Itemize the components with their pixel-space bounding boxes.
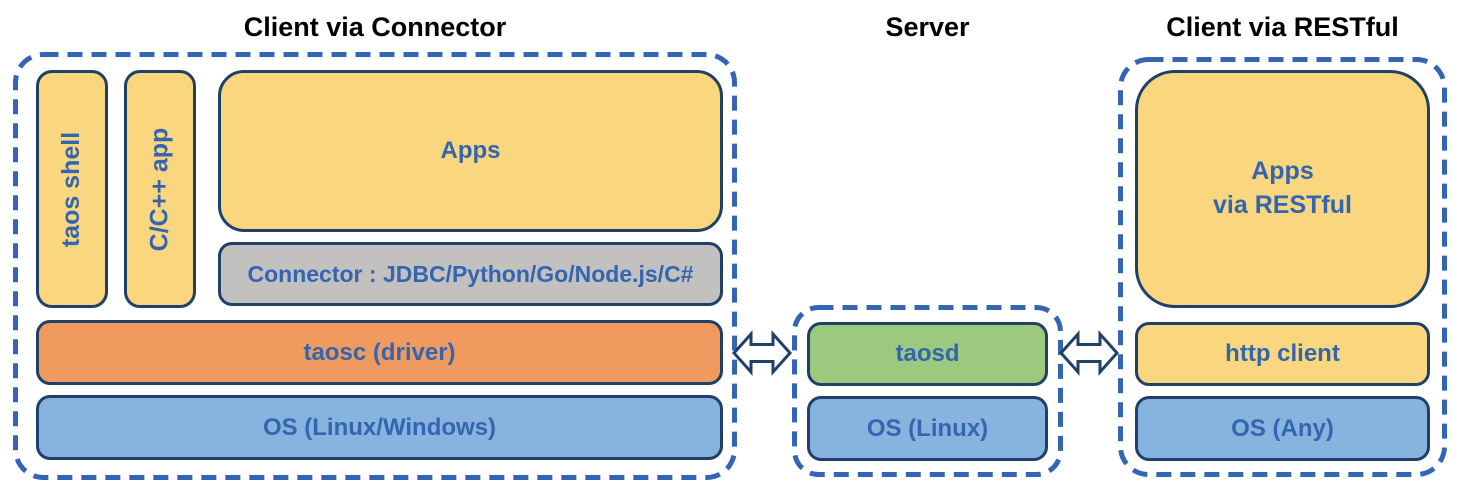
server-restful-double-arrow-icon <box>1058 330 1120 376</box>
taos-shell-label: taos shell <box>57 131 86 247</box>
cpp-app-label: C/C++ app <box>145 127 174 251</box>
os-any-box: OS (Any) <box>1135 396 1430 461</box>
taos-shell-box: taos shell <box>36 70 108 308</box>
apps-label: Apps <box>440 137 501 164</box>
taosc-driver-label: taosc (driver) <box>303 338 456 366</box>
connector-label: Connector : JDBC/Python/Go/Node.js/C# <box>247 260 694 287</box>
apps-via-restful-label: Apps via RESTful <box>1213 157 1352 219</box>
taosd-box: taosd <box>807 322 1048 386</box>
connector-box: Connector : JDBC/Python/Go/Node.js/C# <box>218 242 723 306</box>
apps-via-restful-box: Apps via RESTful <box>1135 70 1430 308</box>
os-any-label: OS (Any) <box>1231 414 1334 442</box>
os-linux-windows-label: OS (Linux/Windows) <box>262 413 497 441</box>
client-server-double-arrow-icon <box>731 330 793 376</box>
taosc-driver-box: taosc (driver) <box>36 320 723 385</box>
apps-box: Apps <box>218 70 723 232</box>
server-title: Server <box>885 12 970 42</box>
client-restful-title: Client via RESTful <box>1166 12 1399 42</box>
client-connector-title: Client via Connector <box>243 12 507 42</box>
http-client-label: http client <box>1225 340 1340 367</box>
os-linux-box: OS (Linux) <box>807 396 1048 461</box>
os-linux-label: OS (Linux) <box>866 414 989 442</box>
taosd-label: taosd <box>895 340 960 367</box>
cpp-app-box: C/C++ app <box>124 70 196 308</box>
http-client-box: http client <box>1135 322 1430 386</box>
os-linux-windows-box: OS (Linux/Windows) <box>36 395 723 460</box>
